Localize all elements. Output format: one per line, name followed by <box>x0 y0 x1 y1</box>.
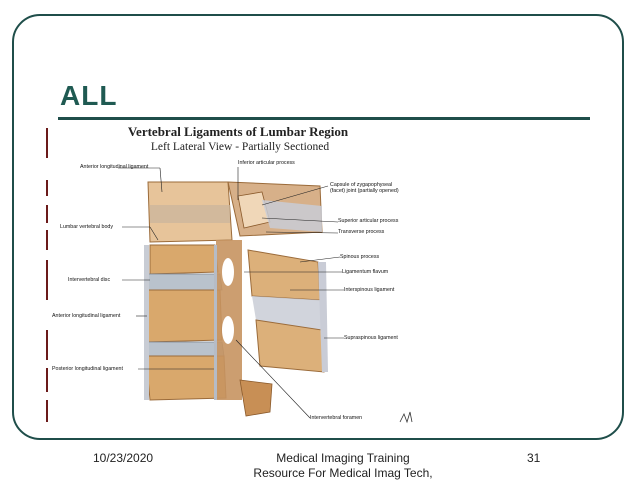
margin-tick <box>46 400 48 422</box>
label-intervertebral-disc: Intervertebral disc <box>68 277 111 283</box>
slide-title: ALL <box>60 80 118 111</box>
diagram-subtitle: Left Lateral View - Partially Sectioned <box>150 141 330 153</box>
margin-tick <box>46 180 48 196</box>
label-spinous-process: Spinous process <box>340 254 380 260</box>
label-lumbar-vertebral-body: Lumbar vertebral body <box>60 224 113 230</box>
title-rule <box>58 117 590 120</box>
label-anterior-longitudinal-ligament-top: Anterior longitudinal ligament <box>80 164 149 170</box>
margin-tick <box>46 330 48 360</box>
footer-center: Medical Imaging Training Resource For Me… <box>238 451 448 481</box>
label-capsule-line1: Capsule of zygapophyseal <box>330 182 393 188</box>
footer-page-number: 31 <box>527 451 541 465</box>
footer-center-line1: Medical Imaging Training <box>276 451 410 465</box>
label-supraspinous-ligament: Supraspinous ligament <box>344 335 398 341</box>
margin-tick <box>46 368 48 392</box>
margin-tick <box>46 205 48 223</box>
margin-tick <box>46 230 48 250</box>
margin-tick <box>46 260 48 300</box>
label-intervertebral-foramen: Intervertebral foramen <box>310 415 363 421</box>
label-ligamentum-flavum: Ligamentum flavum <box>342 269 389 275</box>
label-transverse-process: Transverse process <box>338 229 385 235</box>
footer-center-line2: Resource For Medical Imag Tech, <box>253 466 433 480</box>
diagram-title: Vertebral Ligaments of Lumbar Region <box>127 124 349 139</box>
label-posterior-longitudinal-ligament: Posterior longitudinal ligament <box>52 366 123 372</box>
margin-tick <box>46 128 48 158</box>
label-interspinous-ligament: Interspinous ligament <box>344 287 395 293</box>
label-superior-articular-process: Superior articular process <box>338 218 399 224</box>
footer-date: 10/23/2020 <box>93 451 154 465</box>
label-capsule-line2: (facet) joint (partially opened) <box>330 188 399 194</box>
label-anterior-longitudinal-ligament-mid: Anterior longitudinal ligament <box>52 313 121 319</box>
label-inferior-articular-process: Inferior articular process <box>238 160 295 166</box>
